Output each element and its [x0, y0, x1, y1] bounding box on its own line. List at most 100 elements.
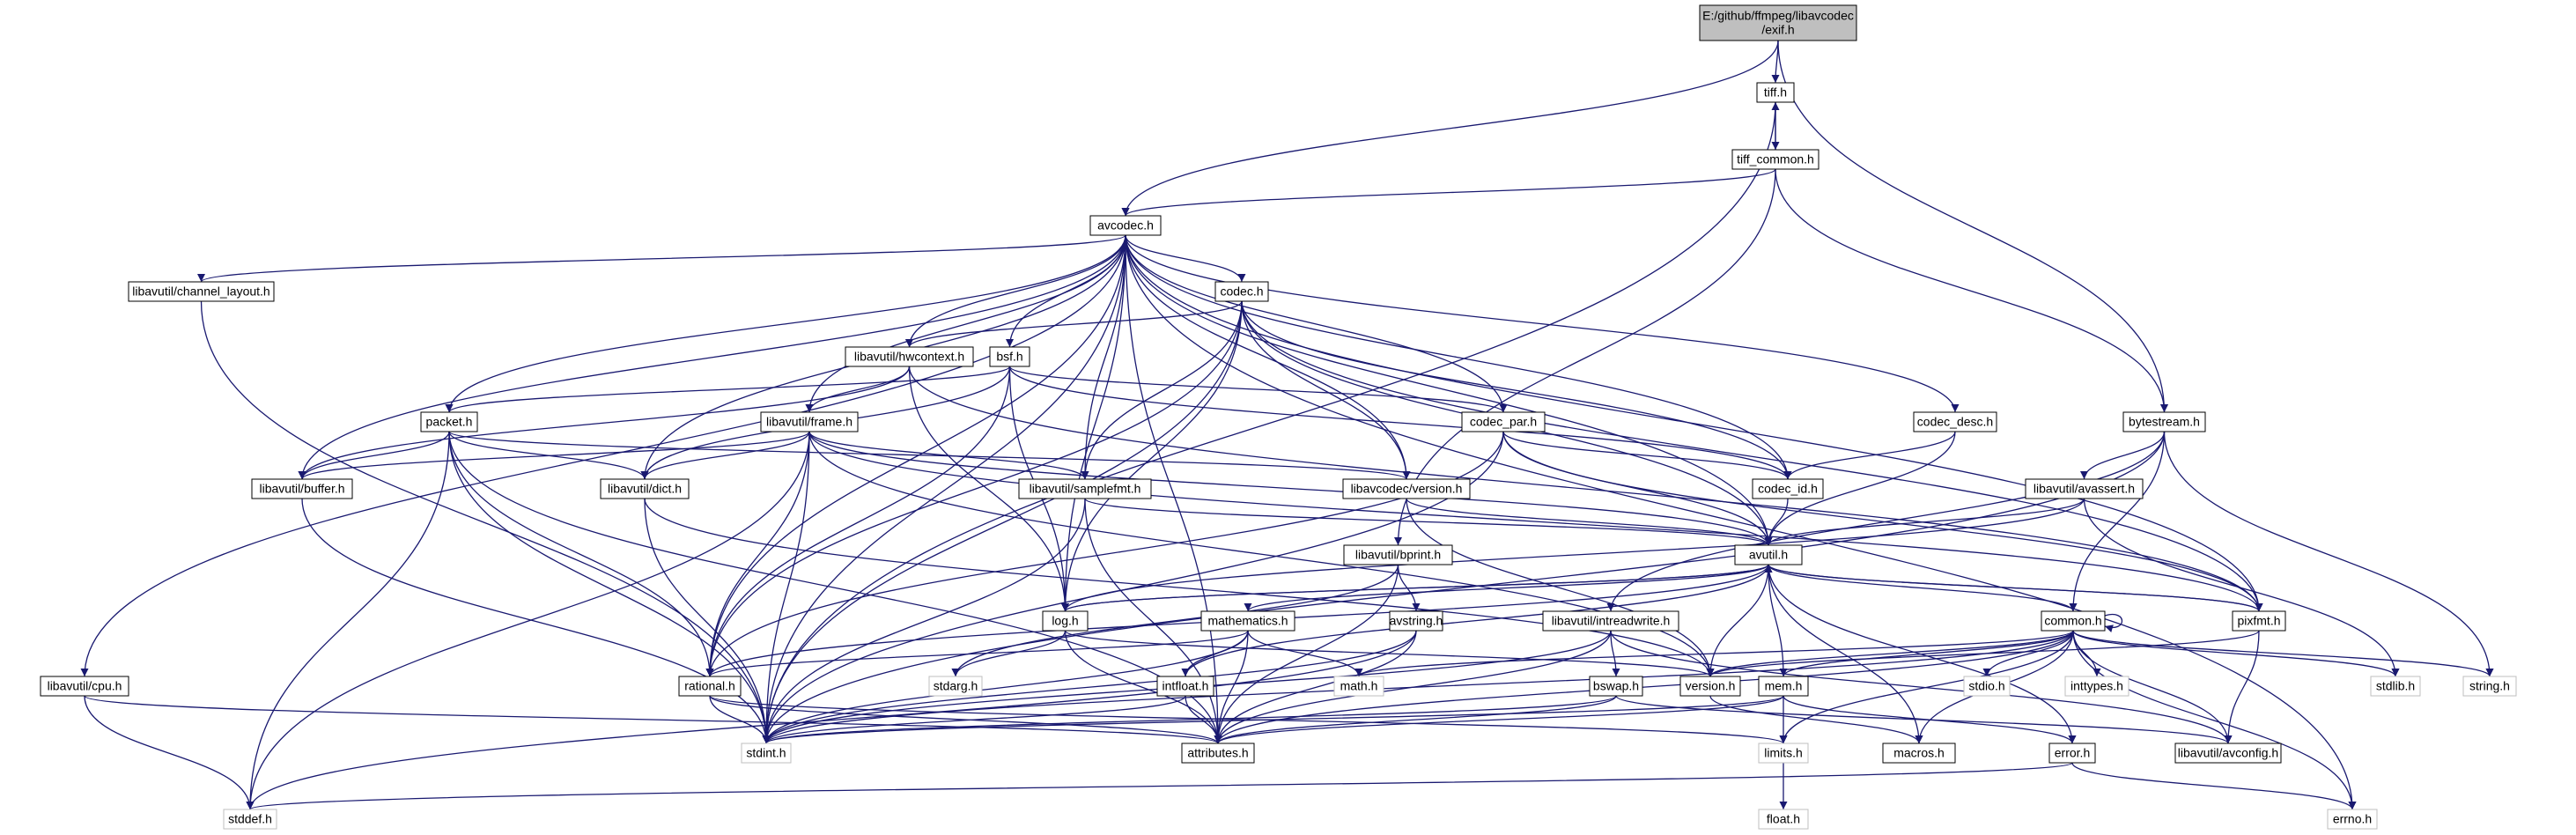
node-tiff-common[interactable]: tiff_common.h — [1731, 149, 1819, 170]
edge-intreadwrite-to-avconfig — [1610, 630, 2233, 744]
node-common[interactable]: common.h — [2041, 610, 2106, 632]
node-codec[interactable]: codec.h — [1214, 281, 1269, 302]
node-hwcontext[interactable]: libavutil/hwcontext.h — [845, 346, 974, 367]
node-label: codec_id.h — [1758, 482, 1818, 496]
edge-codec_par-to-pixfmt — [1502, 431, 2263, 612]
node-log[interactable]: log.h — [1042, 610, 1089, 632]
edge-frame-to-rational — [705, 431, 810, 677]
node-box — [1542, 610, 1679, 632]
edge-bytestream-to-string — [2163, 431, 2494, 677]
node-box — [1156, 676, 1214, 697]
edge-avutil-to-mathematics — [1244, 564, 1769, 612]
node-buffer[interactable]: libavutil/buffer.h — [251, 478, 353, 499]
edge-codec-to-hwcontext — [905, 300, 1243, 348]
node-box — [989, 346, 1030, 367]
edge-hwcontext-to-buffer — [298, 366, 911, 480]
node-avcodec[interactable]: avcodec.h — [1089, 215, 1162, 236]
node-box — [2122, 411, 2206, 432]
node-label: bytestream.h — [2129, 415, 2200, 429]
node-bytestream[interactable]: bytestream.h — [2122, 411, 2206, 432]
node-label: macros.h — [1893, 746, 1945, 760]
node-avconfig[interactable]: libavutil/avconfig.h — [2174, 743, 2282, 764]
node-label: bswap.h — [1593, 679, 1639, 693]
node-label: float.h — [1767, 812, 1800, 826]
node-box — [1333, 676, 1384, 697]
node-label: stddef.h — [228, 812, 272, 826]
node-attributes[interactable]: attributes.h — [1181, 743, 1255, 764]
node-version[interactable]: version.h — [1679, 676, 1741, 697]
node-codec-id[interactable]: codec_id.h — [1752, 478, 1824, 499]
edge-avcodec-to-lavc_version — [1125, 234, 1411, 480]
node-mathematics[interactable]: mathematics.h — [1200, 610, 1295, 632]
node-bsf[interactable]: bsf.h — [989, 346, 1030, 367]
node-frame[interactable]: libavutil/frame.h — [760, 411, 859, 432]
node-label: log.h — [1052, 614, 1078, 628]
edge-pixfmt-to-avutil — [1764, 564, 2260, 612]
node-label: math.h — [1340, 679, 1378, 693]
edge-intreadwrite-to-bswap — [1610, 630, 1620, 677]
edge-tiff_common-to-bytestream — [1775, 168, 2168, 413]
node-box — [1214, 281, 1269, 302]
node-mem[interactable]: mem.h — [1758, 676, 1809, 697]
node-channel-layout[interactable]: libavutil/channel_layout.h — [128, 281, 275, 302]
node-box — [1342, 478, 1471, 499]
edge-common-to-math — [1354, 630, 2074, 677]
node-label: libavutil/hwcontext.h — [854, 350, 964, 364]
edge-frame-to-stddef — [246, 431, 810, 810]
edge-avassert-to-stdlib — [2083, 498, 2400, 677]
node-inttypes: inttypes.h — [2064, 676, 2129, 697]
edge-codec-to-lavc_version — [1241, 300, 1411, 480]
node-intreadwrite[interactable]: libavutil/intreadwrite.h — [1542, 610, 1679, 632]
node-avutil[interactable]: avutil.h — [1734, 544, 1803, 565]
node-label: string.h — [2469, 679, 2510, 693]
edge-mathematics-to-attributes — [1214, 630, 1249, 744]
node-label: libavutil/samplefmt.h — [1030, 482, 1141, 496]
edge-tiff_common-to-bprint — [1394, 168, 1776, 546]
node-pixfmt[interactable]: pixfmt.h — [2232, 610, 2286, 632]
edge-cpu-to-attributes — [84, 695, 1222, 744]
edge-cpu-to-stddef — [84, 695, 255, 810]
node-box — [420, 411, 478, 432]
node-box — [2370, 676, 2421, 697]
node-macros[interactable]: macros.h — [1882, 743, 1956, 764]
node-codec-desc[interactable]: codec_desc.h — [1913, 411, 1997, 432]
node-dict[interactable]: libavutil/dict.h — [600, 478, 690, 499]
node-box — [2041, 610, 2106, 632]
edge-samplefmt-to-attributes — [1084, 498, 1222, 744]
edge-frame-to-dict — [640, 431, 810, 480]
node-cpu[interactable]: libavutil/cpu.h — [40, 676, 129, 697]
node-lavc-version[interactable]: libavcodec/version.h — [1342, 478, 1471, 499]
edge-channel_layout-to-stdint — [200, 300, 771, 744]
node-string: string.h — [2462, 676, 2517, 697]
node-stdlib: stdlib.h — [2370, 676, 2421, 697]
node-box — [2064, 676, 2129, 697]
node-box — [128, 281, 275, 302]
node-intfloat[interactable]: intfloat.h — [1156, 676, 1214, 697]
node-tiff[interactable]: tiff.h — [1756, 82, 1795, 103]
edge-avcodec-to-buffer — [298, 234, 1126, 480]
node-packet[interactable]: packet.h — [420, 411, 478, 432]
node-box — [251, 478, 353, 499]
node-box — [1343, 544, 1453, 565]
edge-avcodec-to-codec_id — [1125, 234, 1792, 480]
edge-avassert-to-log — [1061, 498, 2085, 612]
node-label: codec_desc.h — [1917, 415, 1993, 429]
node-bswap[interactable]: bswap.h — [1589, 676, 1643, 697]
node-float: float.h — [1758, 809, 1809, 830]
node-box — [678, 676, 742, 697]
node-error[interactable]: error.h — [2048, 743, 2096, 764]
edge-log-to-avutil — [1064, 564, 1773, 612]
edge-packet-to-rational — [448, 431, 714, 677]
node-box — [760, 411, 859, 432]
edge-packet-to-stddef — [246, 431, 450, 810]
edge-codec-to-samplefmt — [1081, 300, 1243, 480]
node-rational[interactable]: rational.h — [678, 676, 742, 697]
node-codec-par[interactable]: codec_par.h — [1461, 411, 1546, 432]
edge-codec-to-pixfmt — [1241, 300, 2263, 612]
node-exif[interactable]: E:/github/ffmpeg/libavcodec/exif.h — [1699, 4, 1857, 41]
node-avstring[interactable]: avstring.h — [1389, 610, 1443, 632]
node-samplefmt[interactable]: libavutil/samplefmt.h — [1018, 478, 1152, 499]
node-avassert[interactable]: libavutil/avassert.h — [2025, 478, 2144, 499]
edge-pixfmt-to-avconfig — [2224, 630, 2260, 744]
node-bprint[interactable]: libavutil/bprint.h — [1343, 544, 1453, 565]
